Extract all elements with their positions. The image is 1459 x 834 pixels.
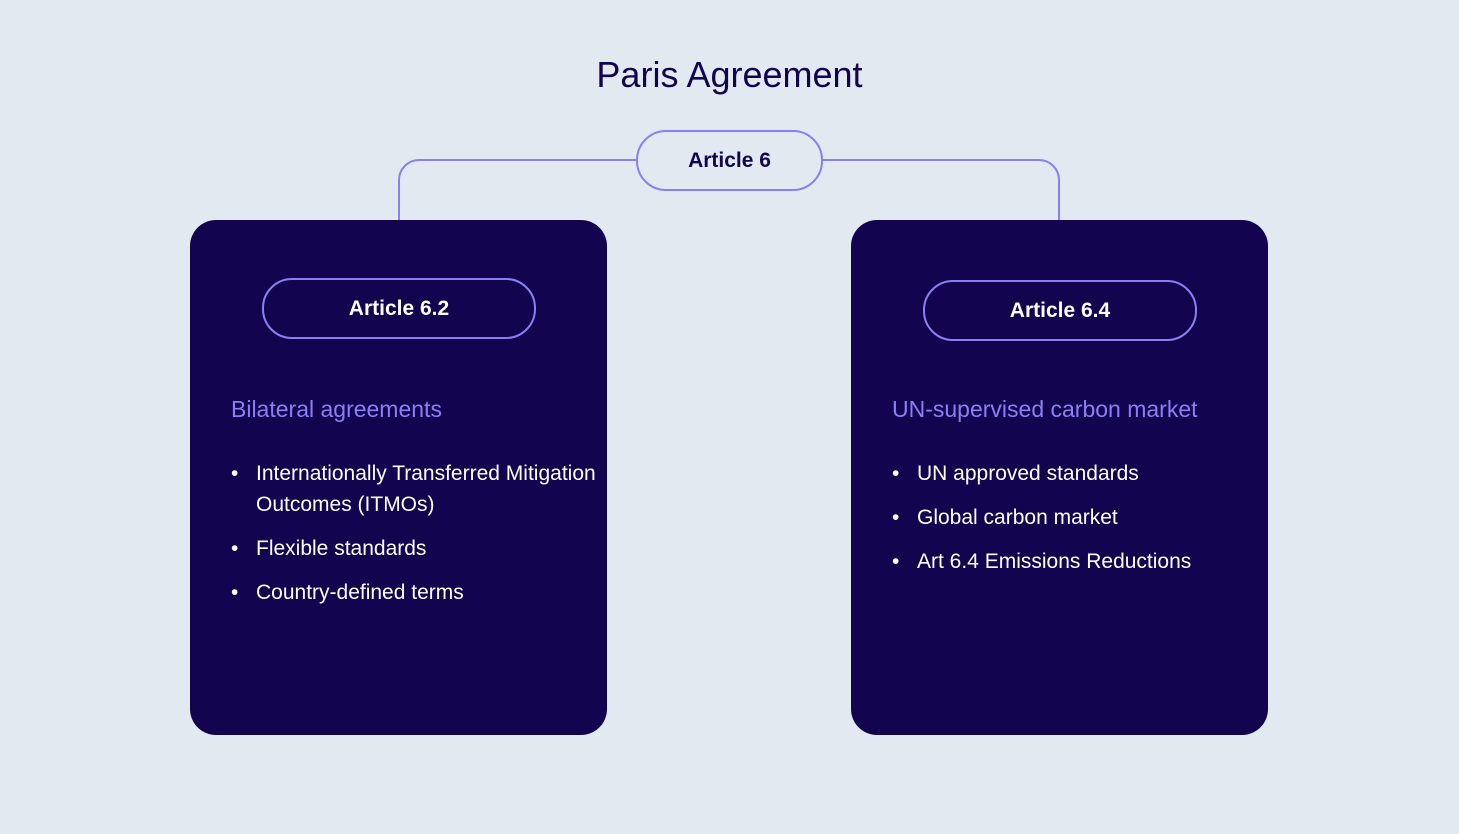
- article-6-2-label: Article 6.2: [262, 278, 536, 339]
- article-6-node: Article 6: [636, 130, 823, 191]
- page-title: Paris Agreement: [596, 54, 863, 95]
- list-item: Country-defined terms: [231, 577, 601, 608]
- list-item: Art 6.4 Emissions Reductions: [892, 546, 1262, 577]
- article-6-2-card: Article 6.2 Bilateral agreements Interna…: [190, 220, 607, 735]
- list-item: Flexible standards: [231, 533, 601, 564]
- card-heading: Bilateral agreements: [231, 396, 442, 422]
- list-item: Global carbon market: [892, 502, 1262, 533]
- article-6-4-label: Article 6.4: [923, 280, 1197, 341]
- bullet-list: Internationally Transferred Mitigation O…: [231, 458, 601, 621]
- connector-left: [398, 159, 636, 220]
- article-6-4-card: Article 6.4 UN-supervised carbon market …: [851, 220, 1268, 735]
- bullet-list: UN approved standards Global carbon mark…: [892, 458, 1262, 590]
- card-heading: UN-supervised carbon market: [892, 396, 1198, 422]
- connector-right: [822, 159, 1060, 220]
- list-item: Internationally Transferred Mitigation O…: [231, 458, 601, 520]
- list-item: UN approved standards: [892, 458, 1262, 489]
